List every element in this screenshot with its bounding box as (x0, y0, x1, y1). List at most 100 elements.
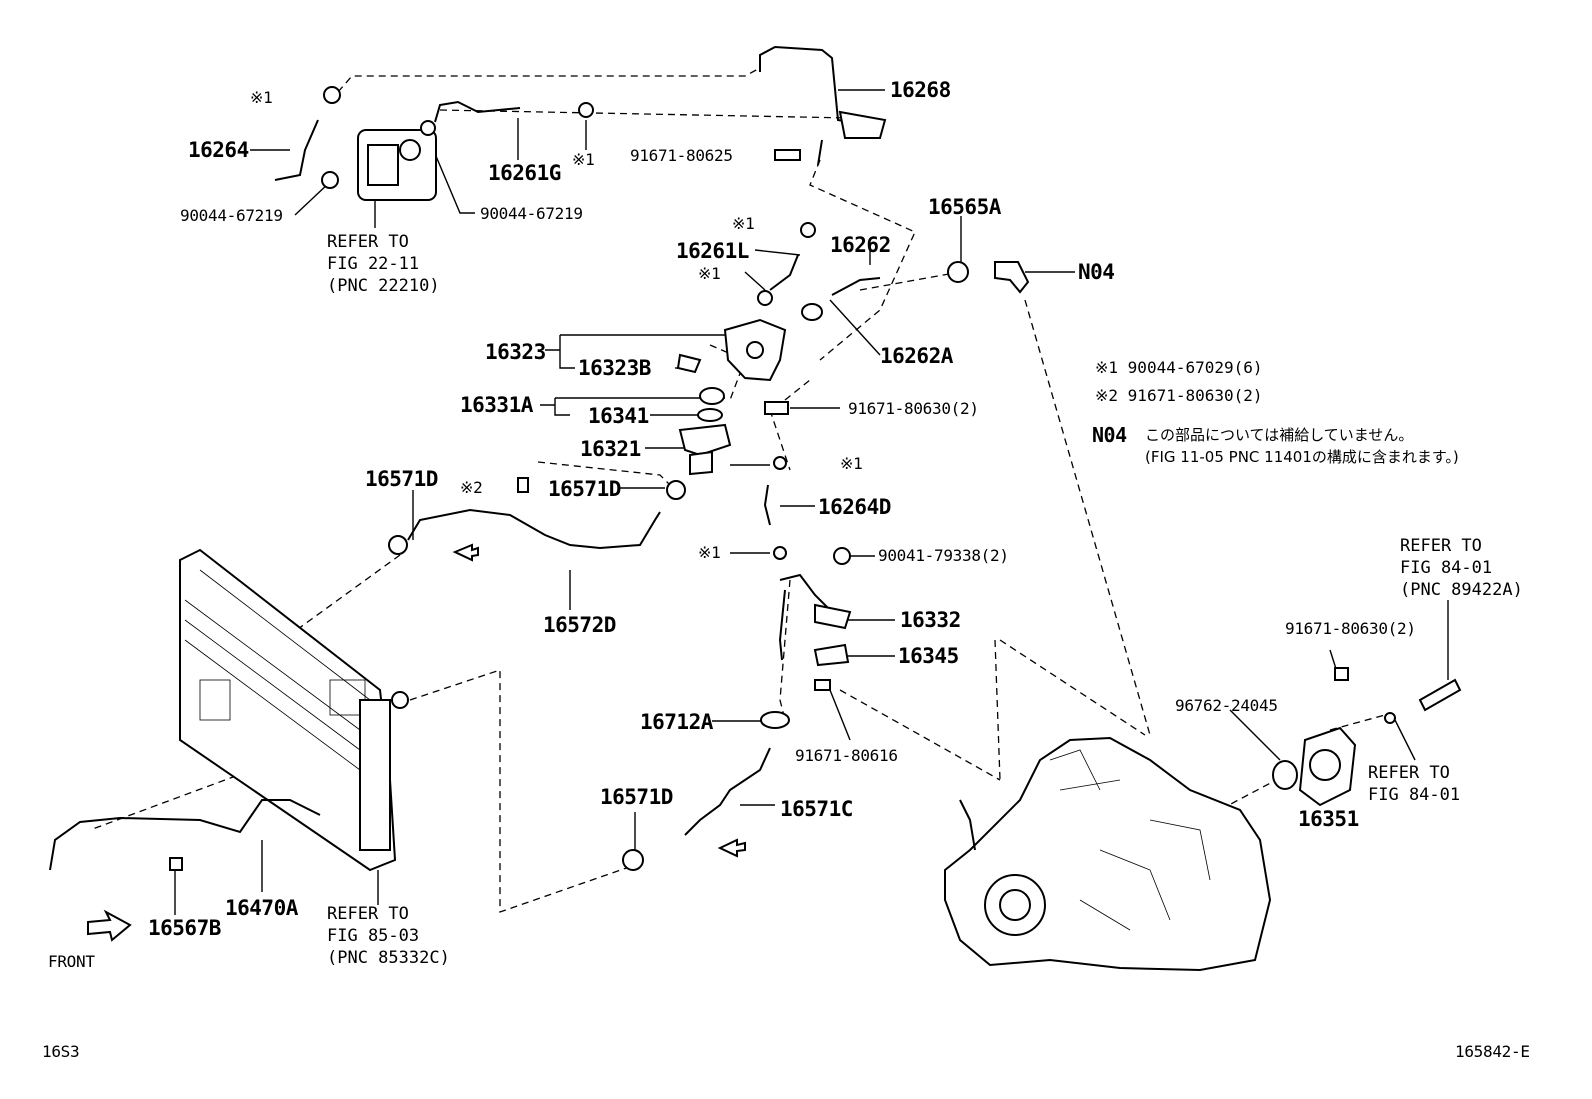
callout-16571D: 16571D (600, 785, 673, 809)
reference-fig-85-03: REFER TO FIG 85-03 (PNC 85332C) (327, 903, 450, 969)
bolt-icon (764, 401, 789, 415)
ref-line: REFER TO (327, 904, 409, 924)
front-label: FRONT (48, 952, 95, 971)
callout-16261G: 16261G (488, 161, 561, 185)
clamp-icon (321, 171, 339, 189)
clamp-icon (420, 120, 436, 136)
clamp-icon (323, 86, 341, 104)
ref-line: FIG 85-03 (327, 926, 420, 946)
clamp-icon (757, 290, 773, 306)
water-pipe-16332 (778, 573, 852, 661)
legend-n04-code: N04 (1092, 423, 1127, 447)
ref-line: REFER TO (327, 232, 409, 252)
part-91671-80616: 91671-80616 (795, 746, 898, 765)
front-arrow-icon (87, 909, 132, 942)
clamp-icon (622, 849, 644, 871)
hose-16264D (763, 484, 771, 526)
callout-16323B: 16323B (578, 356, 651, 380)
callout-16261L: 16261L (676, 239, 749, 263)
callout-16567B: 16567B (148, 916, 221, 940)
bolt-icon (774, 149, 801, 161)
drain-plug-16567B (169, 857, 183, 871)
nut-icon (833, 547, 851, 565)
arrow-icon (452, 543, 479, 562)
part-90044-67219: 90044-67219 (480, 204, 583, 223)
clamp-icon (773, 546, 787, 560)
hose-16572D (407, 508, 661, 550)
elbow-N04 (994, 261, 1030, 294)
pipe-16268 (759, 45, 887, 166)
legend-line-1: ※1 90044-67029(6) (1095, 358, 1263, 377)
callout-16565A: 16565A (928, 195, 1001, 219)
callout-16262: 16262 (830, 233, 891, 257)
part-91671-80630: 91671-80630(2) (848, 399, 979, 418)
marker-1: ※1 (732, 214, 755, 233)
callout-16268: 16268 (890, 78, 951, 102)
hose-16262 (831, 277, 881, 296)
ref-line: REFER TO (1368, 763, 1450, 783)
diagram-code-right: 165842-E (1455, 1042, 1530, 1061)
legend-line-2: ※2 91671-80630(2) (1095, 386, 1263, 405)
part-91671-80625: 91671-80625 (630, 146, 733, 165)
callout-16341: 16341 (588, 404, 649, 428)
reference-fig-84-01-b: REFER TO FIG 84-01 (1368, 762, 1460, 806)
callout-16572D: 16572D (543, 613, 616, 637)
part-90041-79338: 90041-79338(2) (878, 546, 1009, 565)
clamp-icon (800, 222, 816, 238)
callout-N04: N04 (1078, 260, 1115, 284)
part-96762-24045: 96762-24045 (1175, 696, 1278, 715)
reference-fig-22-11: REFER TO FIG 22-11 (PNC 22210) (327, 231, 440, 297)
part-91671-80630: 91671-80630(2) (1285, 619, 1416, 638)
marker-1: ※1 (698, 264, 721, 283)
marker-1: ※1 (250, 88, 273, 107)
clamp-icon (773, 456, 787, 470)
clamp-16712A (760, 711, 790, 729)
ref-line: REFER TO (1400, 536, 1482, 556)
sensor-icon (1418, 678, 1462, 712)
callout-16571D: 16571D (548, 477, 621, 501)
water-pump-16351 (1272, 726, 1357, 807)
bolt-icon (1334, 667, 1349, 681)
water-inlet-16321 (678, 423, 732, 476)
engine-block (944, 736, 1272, 972)
arrow-icon (717, 838, 746, 858)
hose-16261G (434, 100, 521, 123)
callout-16264: 16264 (188, 138, 249, 162)
ref-line: (PNC 22210) (327, 276, 440, 296)
callout-16470A: 16470A (225, 896, 298, 920)
callout-16571D: 16571D (365, 467, 438, 491)
legend-n04-note-1: この部品については補給していません。 (1145, 426, 1414, 444)
bolt-icon (814, 679, 831, 691)
callout-16323: 16323 (485, 340, 546, 364)
sensor-16323B (676, 353, 702, 374)
bolt-icon (517, 477, 529, 493)
clamp-icon (666, 480, 686, 500)
callout-16345: 16345 (898, 644, 959, 668)
part-90044-67219: 90044-67219 (180, 206, 283, 225)
ref-line: FIG 84-01 (1400, 558, 1493, 578)
marker-1: ※1 (572, 150, 595, 169)
hose-16261L (769, 254, 799, 291)
thermostat-16331A (699, 387, 725, 405)
clamp-icon (578, 102, 594, 118)
diagram-code-left: 16S3 (42, 1042, 80, 1061)
callout-16332: 16332 (900, 608, 961, 632)
marker-2: ※2 (460, 478, 483, 497)
legend-n04-note-2: (FIG 11-05 PNC 11401の構成に含まれます。) (1145, 448, 1459, 466)
ref-line: (PNC 85332C) (327, 948, 450, 968)
marker-1: ※1 (698, 543, 721, 562)
callout-16321: 16321 (580, 437, 641, 461)
callout-16331A: 16331A (460, 393, 533, 417)
clamp-16262A (801, 303, 823, 321)
ref-line: (PNC 89422A) (1400, 580, 1523, 600)
throttle-body (357, 129, 437, 201)
callout-16351: 16351 (1298, 807, 1359, 831)
ref-line: FIG 84-01 (1368, 785, 1461, 805)
water-outlet-16323 (723, 318, 787, 382)
clamp-icon (388, 535, 408, 555)
radiator (179, 548, 409, 872)
callout-16571C: 16571C (780, 797, 853, 821)
hose-16571C (684, 747, 771, 836)
callout-16262A: 16262A (880, 344, 953, 368)
